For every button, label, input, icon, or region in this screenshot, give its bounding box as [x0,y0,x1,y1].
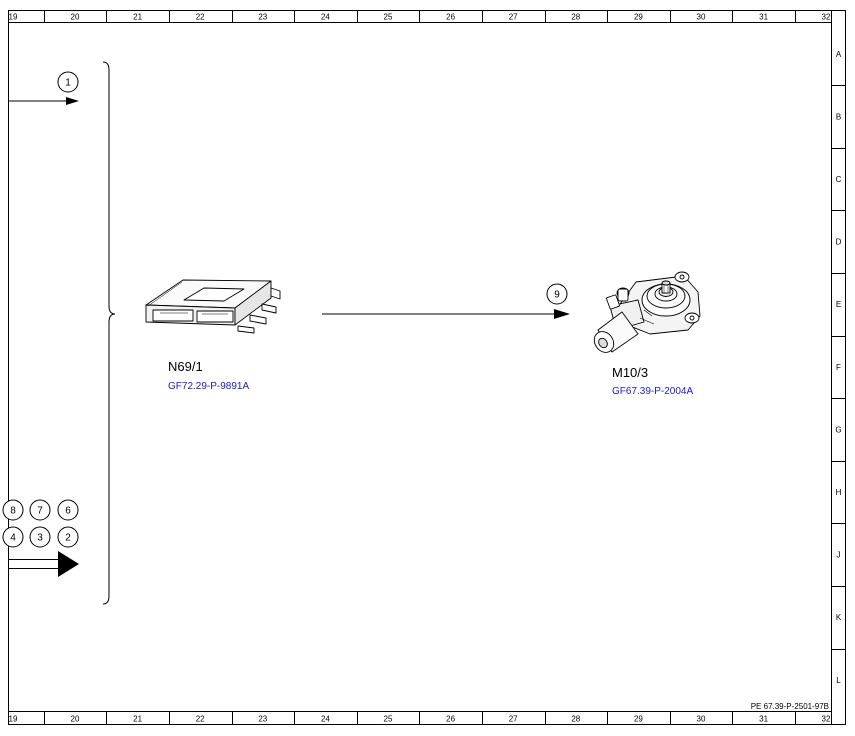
column-label: 19 [9,715,18,724]
signal-arrow [322,309,570,319]
column-label: 25 [384,715,393,724]
callout-4-number: 4 [10,533,16,544]
callout-9-number: 9 [554,290,560,301]
callout-1-number: 1 [65,78,71,89]
callout-1[interactable]: 1 [57,71,79,93]
column-label: 27 [509,715,518,724]
column-label: 20 [71,715,80,724]
callout-8[interactable]: 8 [2,499,24,521]
callout-6-number: 6 [65,506,71,517]
column-label: 23 [258,715,267,724]
callout-2-number: 2 [65,533,71,544]
column-label: 28 [571,13,580,22]
row-label: E [836,300,841,309]
callout-3[interactable]: 3 [29,526,51,548]
row-label: L [836,676,841,685]
column-label: 26 [446,13,455,22]
column-label: 31 [759,13,768,22]
column-label: 32 [822,13,831,22]
column-ticks-top [44,10,796,23]
column-label: 32 [822,715,831,724]
callout-6[interactable]: 6 [57,499,79,521]
callout-3-number: 3 [37,533,43,544]
control-unit-doc-link[interactable]: GF72.29-P-9891A [168,381,249,392]
row-label: H [836,488,842,497]
column-label: 27 [509,13,518,22]
callout-2[interactable]: 2 [57,526,79,548]
callout-9[interactable]: 9 [546,283,568,305]
bundle-arrow [8,551,79,577]
row-label: K [836,613,842,622]
column-label: 30 [697,715,706,724]
bundle-callouts: 8 7 6 4 3 2 [2,499,79,548]
column-label: 23 [258,13,267,22]
row-label: J [837,551,841,560]
callout-4[interactable]: 4 [2,526,24,548]
motor-doc-link[interactable]: GF67.39-P-2004A [612,386,693,397]
row-label: F [836,363,841,372]
column-label: 30 [697,13,706,22]
top-input-arrow [8,97,79,105]
column-labels-bottom: 19 20 21 22 23 24 25 26 27 28 29 30 31 32 [9,715,831,724]
row-ticks [831,85,846,650]
drawing-reference-code: PE 67.39-P-2501-97B [751,702,829,711]
column-label: 26 [446,715,455,724]
column-label: 24 [321,13,330,22]
group-brace [102,61,116,605]
column-label: 28 [571,715,580,724]
row-labels: A B C D E F G H J K L [835,50,841,685]
row-label: G [835,425,841,434]
column-ticks-bottom [44,711,796,725]
column-label: 21 [133,715,142,724]
column-label: 29 [634,715,643,724]
column-label: 22 [196,715,205,724]
row-label: D [836,238,842,247]
callout-8-number: 8 [10,506,16,517]
control-unit-icon[interactable] [145,279,281,334]
window-motor-icon[interactable] [590,271,701,356]
column-label: 25 [384,13,393,22]
row-label: C [836,175,842,184]
callout-7[interactable]: 7 [29,499,51,521]
column-label: 31 [759,715,768,724]
column-label: 24 [321,715,330,724]
sheet-frame [8,10,846,725]
control-unit-label: N69/1 [168,359,203,374]
column-label: 19 [9,13,18,22]
motor-label: M10/3 [612,365,648,380]
column-label: 22 [196,13,205,22]
callout-7-number: 7 [37,506,43,517]
row-label: B [836,112,841,121]
row-label: A [836,50,842,59]
column-labels-top: 19 20 21 22 23 24 25 26 27 28 29 30 31 32 [9,13,831,22]
column-label: 21 [133,13,142,22]
column-label: 20 [71,13,80,22]
column-label: 29 [634,13,643,22]
